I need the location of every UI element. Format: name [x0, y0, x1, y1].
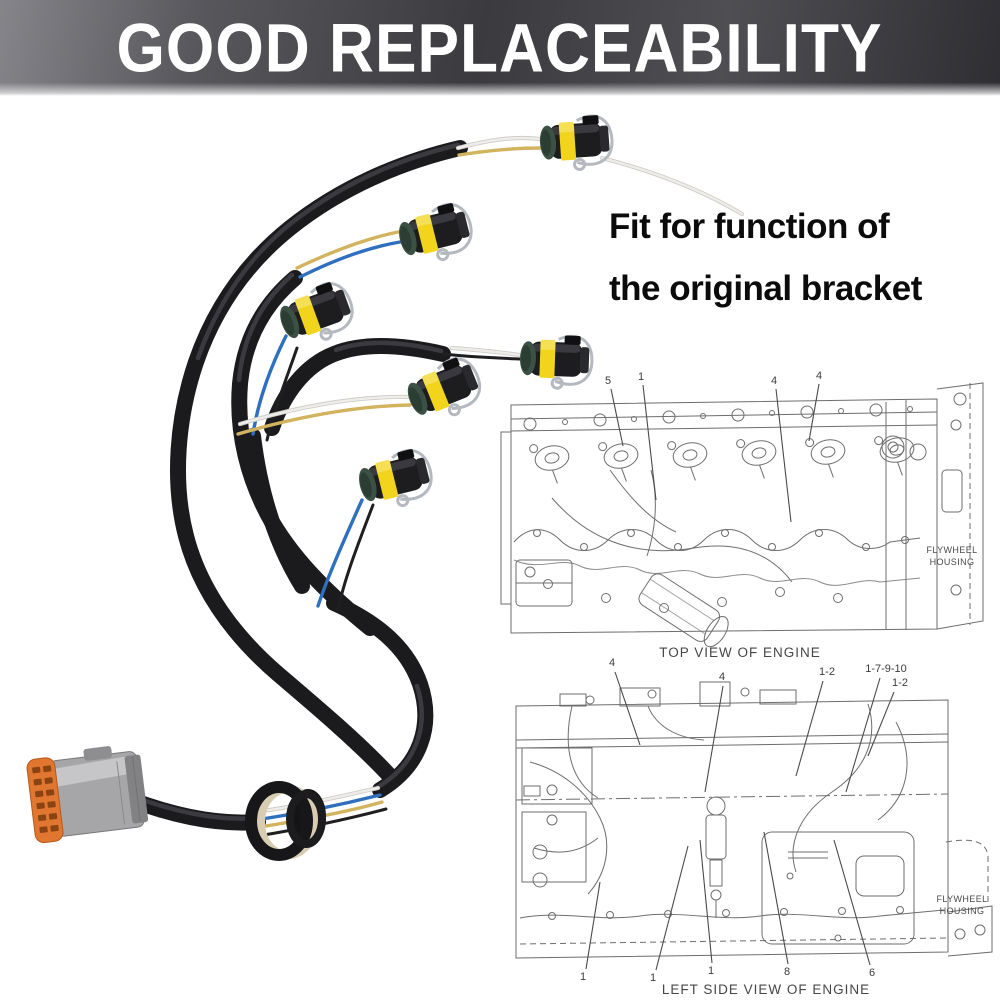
injector-connector-4 [517, 332, 595, 391]
bulkhead-grommet [245, 781, 326, 861]
banner: GOOD REPLACEABILITY [0, 0, 1000, 96]
top-callout-4a: 4 [771, 375, 777, 387]
gasket-bolts [533, 529, 909, 551]
headline-line-2: the original bracket [609, 269, 922, 308]
top-view-diagram: 5 1 4 4 FLYWHEEL HOUSING TOP VIEW OF ENG… [500, 370, 984, 660]
side-callout-top-4: 1-7-9-10 [865, 663, 907, 675]
top-view-caption: TOP VIEW OF ENGINE [659, 645, 821, 660]
side-flywheel-label-1: FLYWHEEL [936, 894, 987, 904]
side-callout-bottom-1: 1 [580, 971, 586, 983]
top-callout-1: 1 [638, 371, 644, 383]
wiring-harness-photo [26, 112, 745, 861]
top-flywheel-label-2: HOUSING [930, 557, 975, 567]
harness-wires [114, 135, 745, 838]
harness-braided-sleeves [124, 140, 468, 831]
injector-connector-1 [536, 112, 616, 174]
banner-title: GOOD REPLACEABILITY [116, 9, 884, 87]
side-flywheel-label-2: HOUSING [940, 906, 985, 916]
side-callout-bottom-4: 8 [784, 966, 790, 978]
side-callout-top-2: 4 [719, 671, 725, 683]
headline-line-1: Fit for function of [609, 207, 890, 246]
rocker-units [529, 436, 915, 484]
side-callout-top-1: 4 [609, 657, 615, 669]
headline: Fit for function of the original bracket [609, 196, 989, 320]
connector-pin-holes [32, 765, 59, 833]
side-callout-bottom-3: 1 [708, 965, 714, 977]
top-callout-5: 5 [605, 375, 611, 387]
deutsch-connector [26, 746, 149, 844]
injector-connector-2 [392, 198, 479, 271]
side-callout-top-3: 1-2 [819, 666, 835, 678]
top-bolt-row [523, 403, 913, 431]
side-callout-top-5: 1-2 [892, 677, 908, 689]
left-side-view-diagram: 4 4 1-2 1-7-9-10 1-2 1 1 1 8 6 FLYWHEEL … [515, 657, 993, 997]
side-callout-bottom-2: 1 [650, 972, 656, 984]
top-flywheel-label-1: FLYWHEEL [926, 545, 977, 555]
top-callout-4b: 4 [816, 370, 822, 382]
injector-connector-5 [399, 351, 490, 431]
elbow-pipe [638, 573, 729, 648]
injector-connector-6 [352, 444, 439, 517]
side-callout-bottom-5: 6 [869, 967, 875, 979]
side-view-caption: LEFT SIDE VIEW OF ENGINE [662, 982, 870, 997]
